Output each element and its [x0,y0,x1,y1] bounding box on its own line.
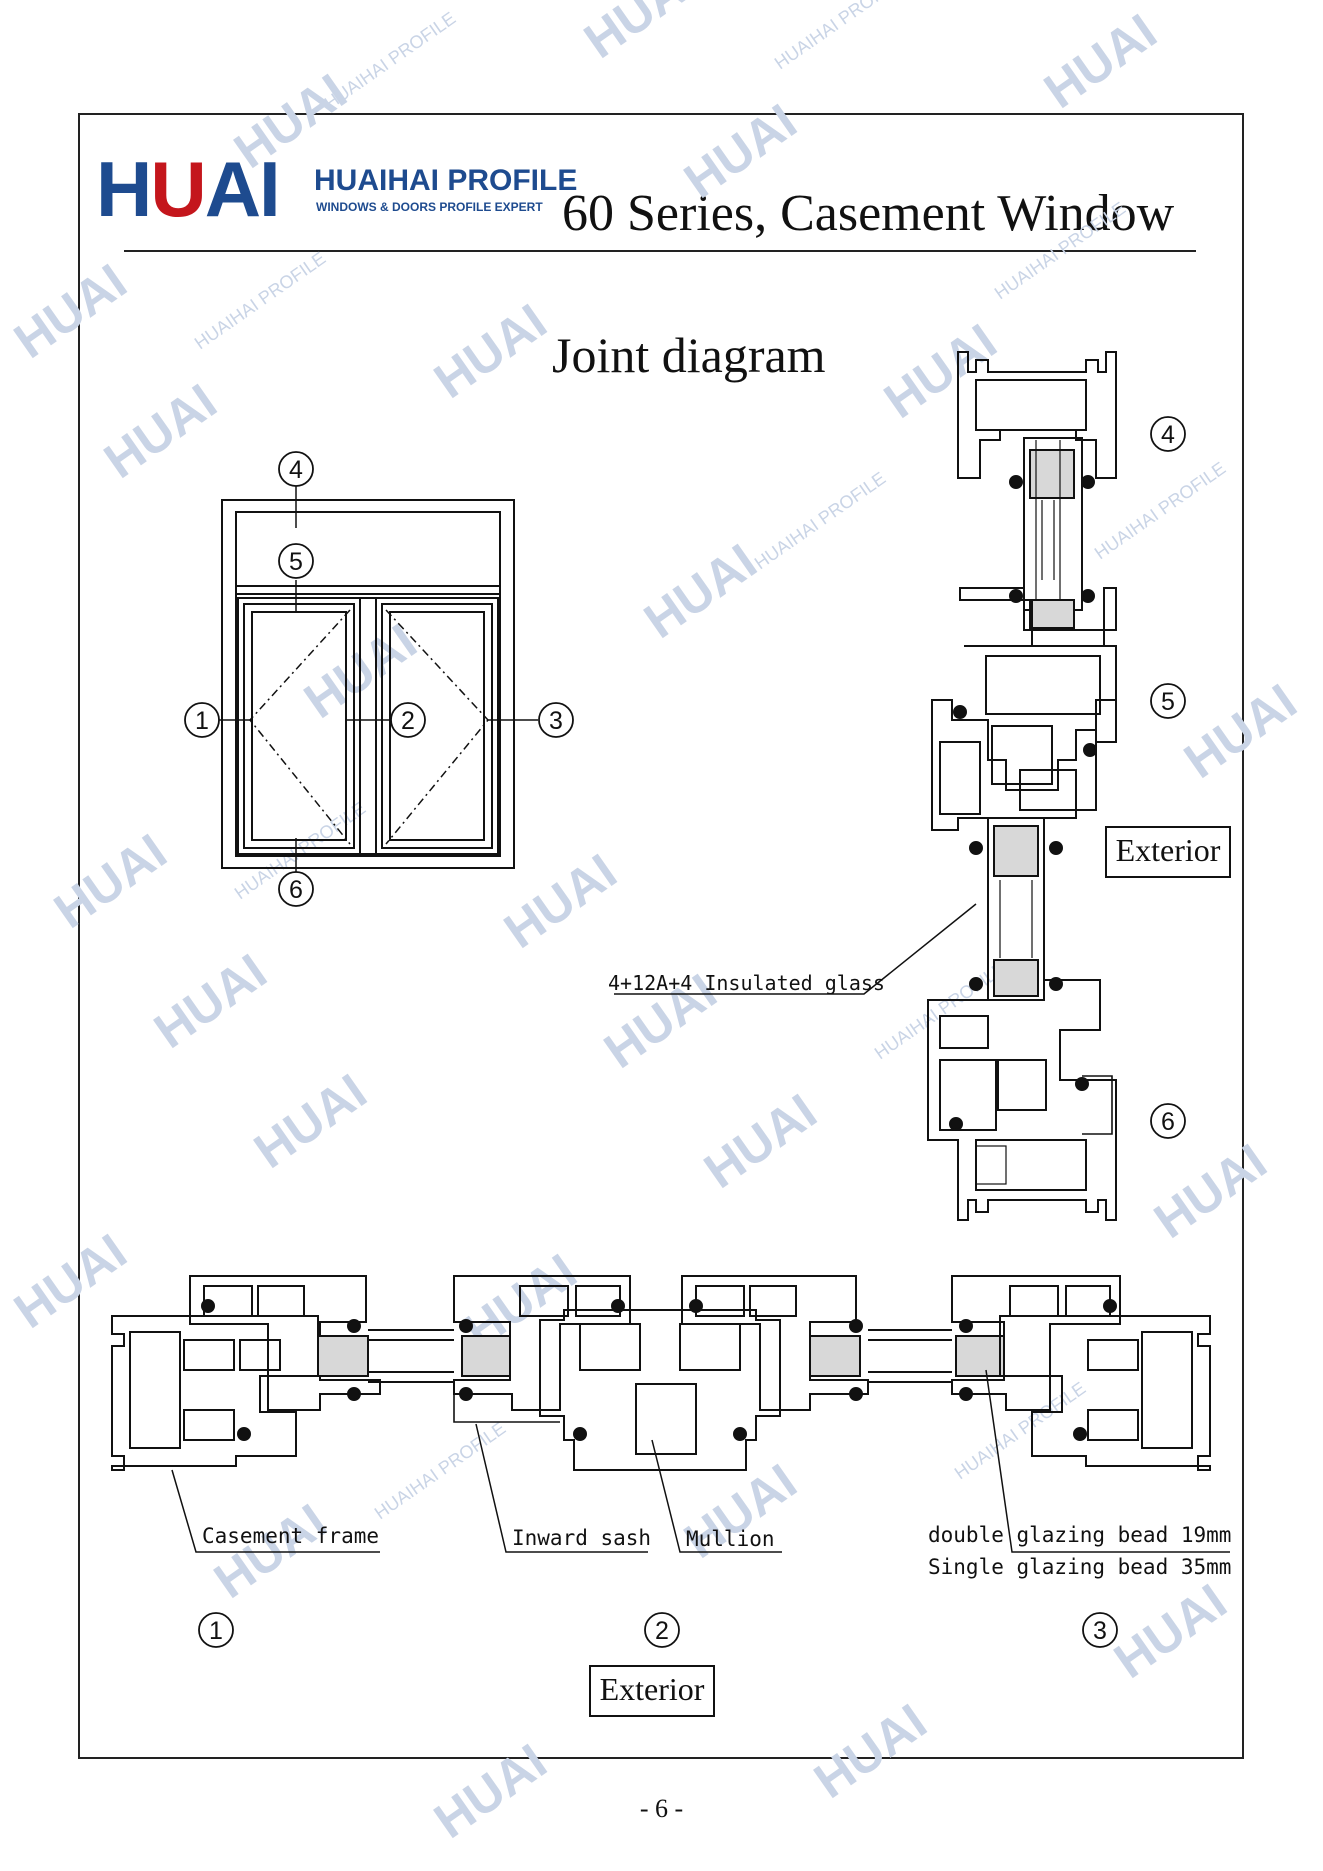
svg-text:HUAI: HUAI [1174,673,1306,789]
svg-text:HUAIHAI PROFILE: HUAIHAI PROFILE [1091,458,1229,563]
svg-text:HUAI: HUAI [424,1733,556,1849]
svg-text:HUAI: HUAI [804,1693,936,1809]
svg-text:HUAI: HUAI [874,313,1006,429]
vertical-section-markers [1150,416,1186,1139]
brand-tagline: WINDOWS & DOORS PROFILE EXPERT [316,200,543,214]
vertical-marker-4: 4 [1161,421,1175,449]
exterior-box-vertical [1105,826,1231,878]
section-title: Joint diagram [552,327,826,383]
svg-text:HUAI: HUAI [94,373,226,489]
svg-text:HUAI: HUAI [244,1063,376,1179]
exterior-box-horizontal [589,1665,715,1717]
page-frame [78,113,1244,1759]
glass-callout: 4+12A+4 Insulated glass [608,971,885,995]
svg-text:HUAI: HUAI [674,93,806,209]
elevation-marker-3: 3 [549,707,563,735]
svg-text:HUAI: HUAI [1144,1133,1276,1249]
svg-text:HUAI: HUAI [204,1493,336,1609]
svg-text:HUAI: HUAI [1034,3,1166,119]
svg-text:HUAIHAI PROFILE: HUAIHAI PROFILE [771,0,909,73]
svg-text:HUAI: HUAI [574,0,706,69]
callout-casement-frame: Casement frame [202,1524,379,1548]
callout-single-bead: Single glazing bead 35mm [928,1555,1231,1579]
page-number: - 6 - [639,1794,684,1823]
elevation-marker-4: 4 [289,456,303,484]
vertical-marker-6: 6 [1161,1108,1175,1136]
svg-text:HUAI: HUAI [694,1083,826,1199]
elevation-marker-2: 2 [401,707,415,735]
horizontal-marker-1: 1 [209,1617,223,1645]
elevation-marker-6: 6 [289,876,303,904]
document-title: 60 Series, Casement Window [562,185,1175,242]
callout-mullion: Mullion [686,1527,775,1551]
svg-text:HUAI: HUAI [144,943,276,1059]
svg-text:HUAI: HUAI [4,253,136,369]
elevation-markers [184,451,574,907]
vertical-marker-5: 5 [1161,688,1175,716]
svg-text:HUAIHAI PROFILE: HUAIHAI PROFILE [321,8,459,113]
horizontal-section [111,1275,1230,1553]
svg-text:HUAI: HUAI [4,1223,136,1339]
vertical-section [614,351,1117,1221]
svg-text:HUAIHAI PROFILE: HUAIHAI PROFILE [751,468,889,573]
svg-text:HUAI: HUAI [44,823,176,939]
horizontal-section-markers [198,1612,1118,1648]
elevation-marker-5: 5 [289,548,303,576]
svg-text:HUAIHAI PROFILE: HUAIHAI PROFILE [371,1418,509,1523]
svg-text:HUAI: HUAI [424,293,556,409]
brand-name: HUAIHAI PROFILE [314,164,578,197]
svg-text:HUAIHAI PROFILE: HUAIHAI PROFILE [191,248,329,353]
horizontal-marker-3: 3 [1093,1617,1107,1645]
svg-text:HUAI: HUAI [1104,1573,1236,1689]
svg-text:HUAI: HUAI [634,533,766,649]
callout-inward-sash: Inward sash [512,1526,651,1550]
callout-double-bead: double glazing bead 19mm [928,1523,1231,1547]
exterior-label-vertical: Exterior [1116,832,1221,868]
window-elevation [218,486,538,872]
svg-text:HUAIHAI PROFILE: HUAIHAI PROFILE [991,198,1129,303]
exterior-label-horizontal: Exterior [600,1671,705,1707]
horizontal-marker-2: 2 [655,1617,669,1645]
svg-text:HUAI: HUAI [224,63,356,179]
elevation-marker-1: 1 [195,707,209,735]
company-logo: HUAI [96,145,281,233]
header-rule [124,250,1196,252]
